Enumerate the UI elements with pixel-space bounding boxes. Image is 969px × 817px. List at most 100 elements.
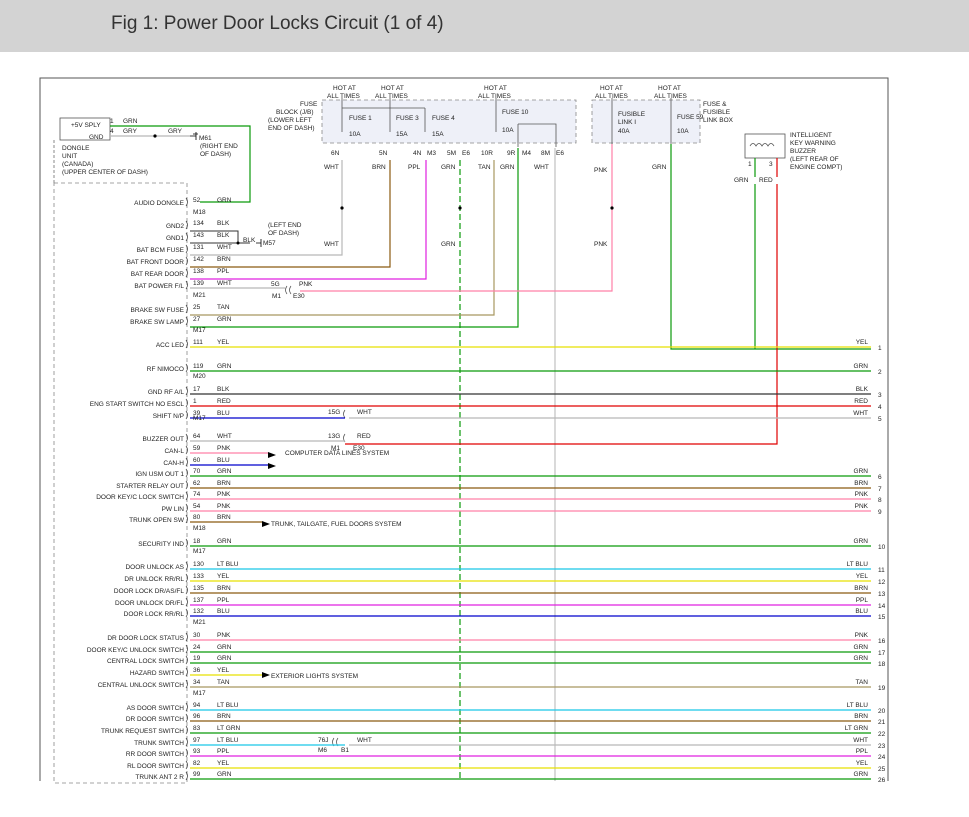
continuation-number: 18 xyxy=(878,661,886,668)
pin-function-label: CENTRAL LOCK SWITCH xyxy=(107,658,184,665)
pin-function-label: TRUNK SWITCH xyxy=(134,740,184,747)
svg-text:5M: 5M xyxy=(447,150,456,157)
wire-color-label-right: PNK xyxy=(855,632,869,639)
wire-bat-front-door xyxy=(190,160,391,268)
wire-color-label-right: GRN xyxy=(854,771,869,778)
svg-text:(CANADA): (CANADA) xyxy=(62,161,93,168)
wire-bat-bcm-fuse xyxy=(190,160,343,256)
svg-text:8M: 8M xyxy=(541,150,550,157)
connector-pin-mark xyxy=(185,304,188,314)
svg-text:1: 1 xyxy=(748,161,752,168)
pin-function-label: ACC LED xyxy=(156,342,184,349)
svg-text:BRN: BRN xyxy=(372,164,386,171)
pin-number: 134 xyxy=(193,220,204,227)
svg-text:OF DASH): OF DASH) xyxy=(268,230,299,237)
svg-text:GRN: GRN xyxy=(123,118,138,125)
svg-text:FUSE &: FUSE & xyxy=(703,101,727,108)
connector-pin-mark xyxy=(185,748,188,758)
svg-text:OF DASH): OF DASH) xyxy=(200,151,231,158)
connector-pin-mark xyxy=(185,713,188,723)
wire-color-label-right: RED xyxy=(854,398,868,405)
pin-function-label: AUDIO DONGLE xyxy=(134,200,185,207)
svg-text:BUZZER: BUZZER xyxy=(790,148,816,155)
pin-number: 132 xyxy=(193,608,204,615)
svg-text:WHT: WHT xyxy=(324,241,339,248)
pin-number: 143 xyxy=(193,232,204,239)
wire-color-label: BRN xyxy=(217,713,231,720)
pin-function-label: ENG START SWITCH NO ESCL xyxy=(90,401,185,408)
svg-text:E6: E6 xyxy=(556,150,564,157)
pin-function-label: BAT POWER F/L xyxy=(134,283,184,290)
pin-number: 30 xyxy=(193,632,201,639)
connector-pin-mark xyxy=(185,514,188,524)
wire-color-label-right: LT GRN xyxy=(845,725,869,732)
pin-function-label: DR DOOR LOCK STATUS xyxy=(107,635,184,642)
continuation-number: 21 xyxy=(878,719,886,726)
continuation-number: 4 xyxy=(878,404,882,411)
svg-text:GRY: GRY xyxy=(168,128,183,135)
svg-text:M4: M4 xyxy=(522,150,531,157)
svg-text:5G: 5G xyxy=(271,281,280,288)
pin-function-label: RF NIMOCO xyxy=(147,366,184,373)
pin-number: 130 xyxy=(193,561,204,568)
wire-brake-sw-fuse xyxy=(190,160,495,316)
wire-color-label-right: PPL xyxy=(856,597,869,604)
connector-id: M21 xyxy=(193,292,206,299)
svg-text:76J: 76J xyxy=(318,737,328,744)
wire-color-label-right: YEL xyxy=(856,339,869,346)
pin-function-label: BAT FRONT DOOR xyxy=(127,259,185,266)
svg-text:PPL: PPL xyxy=(408,164,421,171)
pin-function-label: TRUNK ANT 2 R xyxy=(135,774,184,781)
figure-header: Fig 1: Power Door Locks Circuit (1 of 4) xyxy=(0,0,969,52)
svg-text:ALL TIMES: ALL TIMES xyxy=(654,93,688,100)
pin-function-label: GND RF A/L xyxy=(148,389,185,396)
pin-function-label: RL DOOR SWITCH xyxy=(127,763,184,770)
wire-color-label-right: WHT xyxy=(853,737,868,744)
svg-text:HOT AT: HOT AT xyxy=(381,85,404,92)
pin-function-label: BUZZER OUT xyxy=(142,436,184,443)
pin-number: 97 xyxy=(193,737,201,744)
pin-function-label: HAZARD SWITCH xyxy=(130,670,184,677)
bcm-module-outline xyxy=(53,182,188,784)
wire-fuse59-grn xyxy=(670,144,871,350)
connector-pin-mark xyxy=(185,457,188,467)
continuation-number: 14 xyxy=(878,603,886,610)
svg-text:RED: RED xyxy=(357,433,371,440)
connector-pin-mark xyxy=(185,280,188,290)
dongle-pin-label-2: GND xyxy=(89,134,104,141)
pin-number: 131 xyxy=(193,244,204,251)
pin-function-label: DOOR LOCK RR/RL xyxy=(124,611,185,618)
pin-number: 54 xyxy=(193,503,201,510)
continuation-number: 8 xyxy=(878,497,882,504)
connector-pin-mark xyxy=(185,433,188,443)
pin-number: 60 xyxy=(193,457,201,464)
connector-pin-mark xyxy=(185,644,188,654)
wire-color-label-right: GRN xyxy=(854,363,869,370)
connector-pin-mark xyxy=(185,667,188,677)
pin-function-label: SHIFT N/P xyxy=(153,413,184,420)
dongle-title: DONGLE xyxy=(62,145,90,152)
pin-number: 96 xyxy=(193,713,201,720)
svg-text:10R: 10R xyxy=(481,150,493,157)
continuation-number: 23 xyxy=(878,743,886,750)
continuation-number: 16 xyxy=(878,638,886,645)
connector-pin-mark xyxy=(185,268,188,278)
pin-number: 133 xyxy=(193,573,204,580)
connector-pin-mark xyxy=(185,197,188,207)
